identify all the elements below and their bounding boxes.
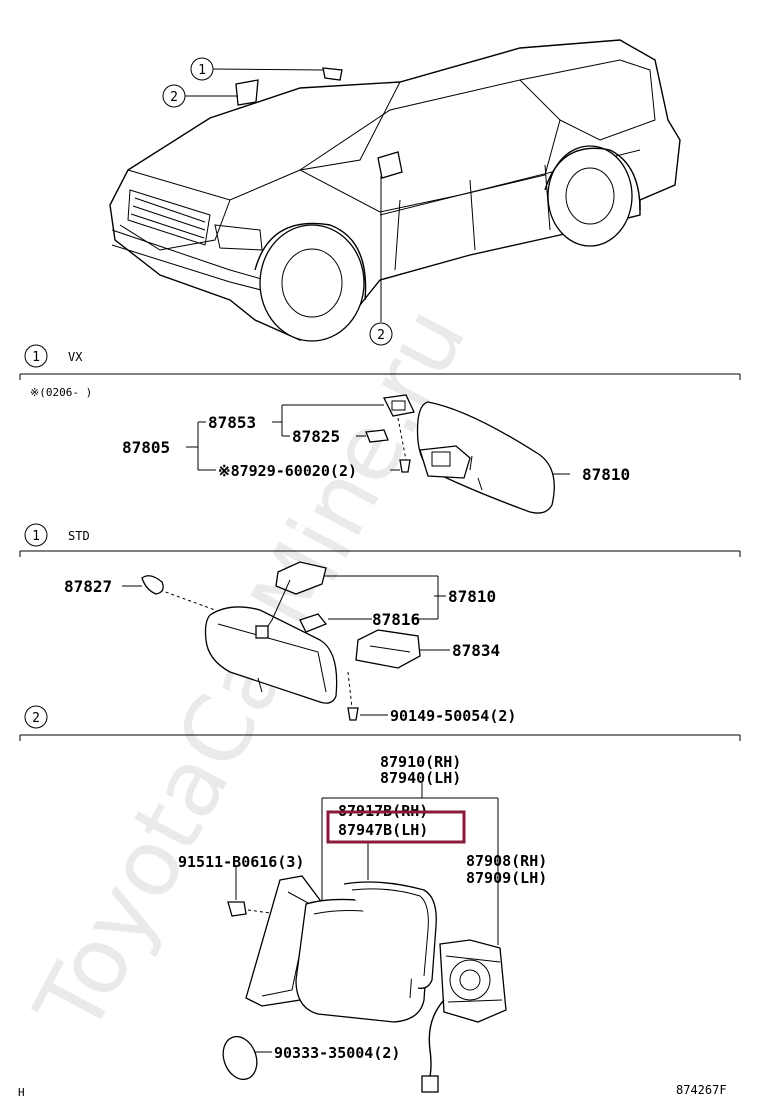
- part-87853: 87853: [208, 413, 256, 432]
- part-87940-lh: 87940(LH): [380, 769, 461, 787]
- highlight-box-87947b: [326, 810, 466, 844]
- drawing-code: 874267F: [676, 1083, 727, 1097]
- section-std-number: 1: [32, 529, 40, 544]
- section-vx-number: 1: [32, 350, 40, 365]
- part-87825: 87825: [292, 427, 340, 446]
- callout-2-door-mirror: 2: [377, 328, 385, 343]
- section-vx-label: VX: [68, 350, 83, 364]
- part-87908-rh: 87908(RH): [466, 852, 547, 870]
- part-90149-50054: 90149-50054(2): [390, 707, 516, 725]
- footer-mark: H: [18, 1086, 25, 1099]
- part-87910-rh: 87910(RH): [380, 753, 461, 771]
- section-vx-note: ※(0206- ): [30, 386, 92, 399]
- part-87827: 87827: [64, 577, 112, 596]
- part-87947b-lh: 87947B(LH): [338, 821, 428, 839]
- part-87810-std: 87810: [448, 587, 496, 606]
- part-87834: 87834: [452, 641, 500, 660]
- part-87810-vx: 87810: [582, 465, 630, 484]
- callout-2-visor: 2: [170, 90, 178, 105]
- vehicle-callouts: 1 2 2: [162, 57, 393, 346]
- part-90333-35004: 90333-35004(2): [274, 1044, 400, 1062]
- section-outer-number: 2: [32, 711, 40, 726]
- section-std-label: STD: [68, 529, 90, 543]
- part-91511-b0616: 91511-B0616(3): [178, 853, 304, 871]
- section-vx: 1 VX ※(0206- ) 87805 87853 87825 ※8: [19, 344, 741, 514]
- vehicle-illustration: [109, 39, 681, 342]
- callout-1-inner-mirror: 1: [198, 63, 206, 78]
- part-87816: 87816: [372, 610, 420, 629]
- section-outer-mirror: 2 87910(RH) 87: [19, 705, 741, 1093]
- part-87909-lh: 87909(LH): [466, 869, 547, 887]
- part-87929-60020: ※87929-60020(2): [218, 462, 357, 480]
- part-87805: 87805: [122, 438, 170, 457]
- section-std: 1 STD 87827 87810 87816 87834 90149-50: [19, 523, 741, 725]
